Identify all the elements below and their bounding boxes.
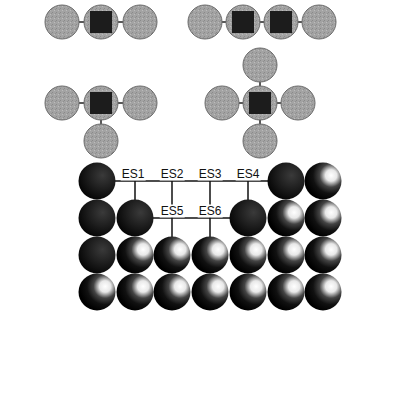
atom-circle (84, 86, 118, 120)
surface-atom (79, 200, 116, 237)
surface-atom (117, 200, 154, 237)
atom-circle (281, 86, 315, 120)
molecule (188, 5, 336, 39)
surface-atom (305, 163, 342, 200)
atom-circle (243, 86, 277, 120)
atom-circle (243, 124, 277, 158)
atom-circle (205, 86, 239, 120)
surface-atom (79, 274, 116, 311)
surface-atom (268, 274, 305, 311)
surface-atom (192, 274, 229, 311)
site-label: ES5 (160, 205, 185, 218)
surface-atom (117, 274, 154, 311)
surface-atom (268, 237, 305, 274)
core-square (249, 92, 271, 114)
surface-atom (230, 237, 267, 274)
atom-circle (84, 124, 118, 158)
molecule (205, 48, 315, 158)
surface-atom (305, 200, 342, 237)
atom-circle (188, 5, 222, 39)
surface-atom (154, 274, 191, 311)
site-label: ES6 (198, 205, 223, 218)
surface-atom (192, 237, 229, 274)
atom-circle (45, 5, 79, 39)
molecule (45, 5, 157, 39)
site-label: ES1 (121, 168, 146, 181)
core-square (232, 11, 254, 33)
surface-atom (305, 274, 342, 311)
atom-circle (264, 5, 298, 39)
atom-circle (84, 5, 118, 39)
surface-atom (79, 237, 116, 274)
site-label: ES4 (236, 168, 261, 181)
core-square (90, 92, 112, 114)
core-square (90, 11, 112, 33)
surface-atom (79, 163, 116, 200)
atom-circle (45, 86, 79, 120)
site-label: ES2 (160, 168, 185, 181)
core-square (270, 11, 292, 33)
surface-atom (268, 163, 305, 200)
surface-atom (230, 200, 267, 237)
atom-circle (123, 5, 157, 39)
surface-atom (230, 274, 267, 311)
surface-atom (268, 200, 305, 237)
molecules (45, 5, 336, 158)
molecule (45, 86, 157, 158)
atom-circle (243, 48, 277, 82)
site-label: ES3 (198, 168, 223, 181)
lattice (79, 163, 342, 311)
atom-circle (302, 5, 336, 39)
atom-circle (226, 5, 260, 39)
atom-circle (123, 86, 157, 120)
surface-atom (305, 237, 342, 274)
surface-atom (154, 237, 191, 274)
surface-atom (117, 237, 154, 274)
